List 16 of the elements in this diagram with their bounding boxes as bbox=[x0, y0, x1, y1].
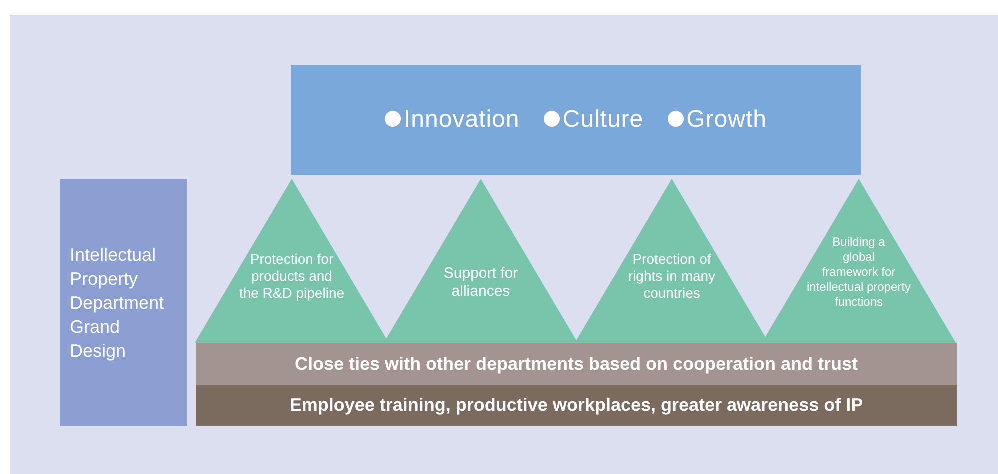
triangle-text: Protection for products and the R&D pipeline bbox=[239, 251, 345, 301]
triangle-shape bbox=[384, 179, 578, 343]
pillar-title: Intellectual Property Department Grand Design bbox=[70, 244, 166, 362]
value-label: Growth bbox=[668, 106, 767, 134]
value-label: Culture bbox=[544, 106, 644, 134]
foundation-band bbox=[196, 343, 957, 385]
band-text: Employee training, productive workplaces, greater awareness of IP bbox=[290, 395, 864, 416]
triangle-text: Building a global framework for intellectual property functions bbox=[806, 235, 912, 309]
triangle-text: Protection of rights in many countries bbox=[628, 251, 716, 301]
band-text: Close ties with other departments based on cooperation and trust bbox=[294, 354, 858, 374]
roof-box bbox=[291, 65, 861, 175]
triangle-text: Support for alliances bbox=[444, 265, 518, 300]
value-label: Innovation bbox=[385, 106, 520, 134]
triangle-shape bbox=[195, 179, 389, 343]
pillar-box bbox=[60, 179, 187, 426]
foundation-band bbox=[196, 385, 957, 426]
